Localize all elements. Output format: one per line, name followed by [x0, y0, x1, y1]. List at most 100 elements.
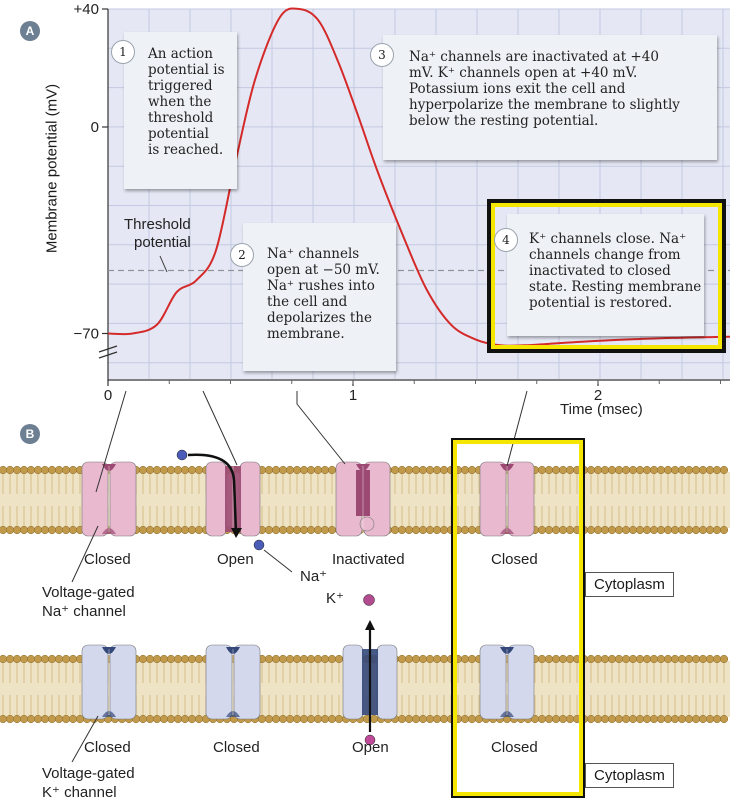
lipid-head	[173, 654, 183, 664]
lipid-head	[5, 714, 15, 724]
channel-subunit-right	[109, 461, 137, 537]
na-channel	[81, 461, 137, 537]
y-tick-label: 0	[91, 119, 99, 136]
threshold-label: Threshold potential	[124, 216, 191, 251]
lipid-head	[404, 654, 414, 664]
lipid-head	[649, 714, 659, 724]
na-influx-arrowhead	[231, 528, 242, 538]
lipid-head	[47, 714, 57, 724]
lipid-head	[40, 714, 50, 724]
lipid-head	[614, 465, 624, 475]
lipid-head	[705, 654, 715, 664]
lipid-head	[593, 525, 603, 535]
callout-line: triggered	[148, 78, 213, 94]
lipid-head	[586, 525, 596, 535]
lipid-head	[649, 654, 659, 664]
lipid-head	[628, 714, 638, 724]
callout-line: Potassium ions exit the cell and	[409, 81, 626, 97]
lipid-head	[425, 525, 435, 535]
channel-subunit-right	[376, 644, 398, 720]
lipid-head	[159, 525, 169, 535]
lipid-head	[705, 465, 715, 475]
y-axis-title: Membrane potential (mV)	[43, 83, 61, 254]
channel-subunit-left	[479, 461, 507, 537]
lipid-head	[418, 654, 428, 664]
lipid-head	[327, 465, 337, 475]
lipid-head	[54, 714, 64, 724]
lipid-head	[306, 654, 316, 664]
k-state-label: Closed	[213, 739, 260, 756]
lipid-head	[138, 525, 148, 535]
k-efflux-arrowhead	[365, 620, 375, 630]
na-state-label: Closed	[491, 551, 538, 568]
lipid-head	[12, 525, 22, 535]
k-ion-outside	[363, 594, 375, 606]
lipid-head	[621, 465, 631, 475]
membrane-illustration	[0, 449, 730, 746]
lipid-head	[5, 525, 15, 535]
k-ion-label: K⁺	[326, 590, 344, 607]
lipid-head	[677, 465, 687, 475]
lipid-head	[278, 714, 288, 724]
lipid-head	[180, 714, 190, 724]
lipid-head	[271, 465, 281, 475]
na-ion-label: Na⁺	[300, 568, 328, 585]
lipid-head	[614, 525, 624, 535]
lipid-head	[285, 465, 295, 475]
lipid-head	[320, 714, 330, 724]
callout-line: potential is restored.	[529, 295, 673, 311]
channel-subunit-left	[205, 461, 227, 537]
lipid-head	[313, 714, 323, 724]
lipid-head	[670, 714, 680, 724]
lipid-head	[397, 654, 407, 664]
channel-subunit-right	[507, 644, 535, 720]
lipid-head	[334, 654, 344, 664]
lipid-head	[152, 654, 162, 664]
lipid-head	[138, 654, 148, 664]
lipid-head	[166, 654, 176, 664]
lipid-head	[173, 714, 183, 724]
na-channel	[479, 461, 535, 537]
lipid-head	[698, 525, 708, 535]
lipid-head	[145, 714, 155, 724]
k-channel	[81, 644, 137, 720]
lipid-head	[607, 654, 617, 664]
lipid-head	[712, 525, 722, 535]
lipid-head	[642, 714, 652, 724]
lipid-head	[404, 465, 414, 475]
lipid-head	[635, 654, 645, 664]
lipid-head	[0, 654, 8, 664]
lipid-head	[61, 714, 71, 724]
lipid-head	[586, 714, 596, 724]
lipid-head	[670, 525, 680, 535]
callout-line: below the resting potential.	[409, 113, 599, 129]
callout-line: An action	[148, 46, 213, 62]
callout-line: is reached.	[148, 142, 224, 158]
leader-line	[296, 391, 346, 465]
lipid-head	[635, 714, 645, 724]
leader-line	[95, 390, 127, 493]
lipid-head	[411, 654, 421, 664]
channel-subunit-right	[233, 644, 261, 720]
lipid-head	[166, 525, 176, 535]
callout-line: the cell and	[267, 294, 348, 310]
lipid-head	[299, 654, 309, 664]
lipid-head	[61, 525, 71, 535]
leader-line	[71, 525, 99, 583]
lipid-head	[187, 714, 197, 724]
lipid-head	[404, 525, 414, 535]
lipid-head	[439, 654, 449, 664]
lipid-head	[180, 654, 190, 664]
leader-line	[71, 715, 99, 763]
callout-line: Na⁺ channels are inactivated at +40	[409, 49, 659, 65]
lipid-head	[404, 714, 414, 724]
lipid-head	[264, 654, 274, 664]
callout-number: 4	[494, 228, 518, 252]
lipid-head	[292, 654, 302, 664]
lipid-head	[152, 525, 162, 535]
lipid-head	[621, 714, 631, 724]
channel-subunit-left	[205, 644, 233, 720]
lipid-head	[12, 465, 22, 475]
